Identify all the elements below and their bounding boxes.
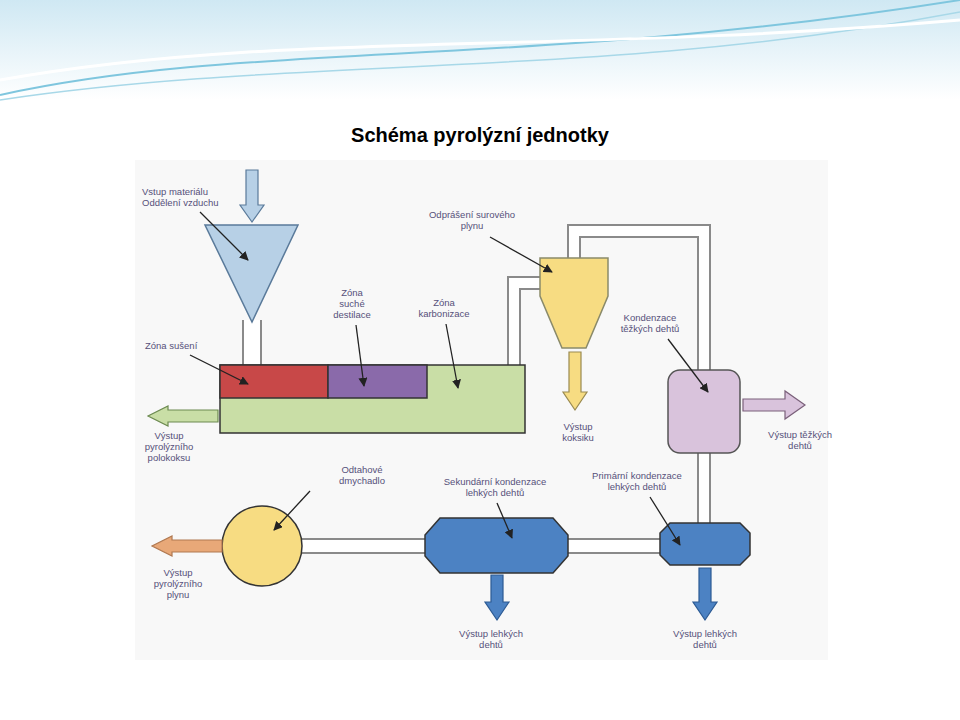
leader-lines [190,212,708,545]
pipe [242,320,262,366]
callout-label: Zóna karbonizace [412,297,476,319]
leader-line [668,339,708,392]
pipe [298,538,427,554]
callout-label: Kondenzace těžkých dehtů [615,312,685,334]
semicoke-output-arrow [148,406,218,426]
pipe [298,540,427,552]
reactor-body [220,365,525,433]
callout-label: Výstup lehkých dehtů [456,628,526,650]
leader-line [490,237,552,272]
slide-title: Schéma pyrolýzní jednotky [0,124,960,147]
heavy-tar-output-arrow [743,391,805,419]
heavy-tar-condenser [668,370,740,453]
callout-label: Výstup koksiku [556,421,600,443]
callout-label: Výstup pyrolýzního polokoksu [140,430,198,463]
leader-line [356,325,364,386]
callout-label: Výstup těžkých dehtů [766,429,834,451]
header-band [0,0,960,100]
callout-label: Primární kondenzace lehkých dehtů [585,470,689,492]
input-arrow [240,170,264,222]
leader-line [497,503,512,538]
callout-label: Odtahové dmychadlo [333,464,391,486]
light-tar-output-arrow [693,568,717,620]
header-wave [0,20,960,80]
secondary-condenser [425,518,568,573]
callout-label: Výstup lehkých dehtů [670,628,740,650]
light-tar-output-arrow [485,575,509,620]
primary-condenser [660,523,750,565]
pipe [699,451,709,525]
leader-line [200,212,248,260]
drying-zone [220,365,328,398]
blower [222,506,302,586]
hopper [205,225,298,322]
callout-label: Výstup pyrolýzního plynu [150,567,206,600]
gas-output-arrow [152,536,222,556]
callout-label: Zóna sušení [145,340,215,351]
leader-line [190,355,248,384]
callout-label: Zóna suché destilace [328,287,376,320]
callout-label: Odprášení surového plynu [422,209,522,231]
dry-distillation-zone [328,365,427,398]
pipe [566,540,662,552]
callout-label: Sekundární kondenzace lehkých dehtů [435,476,555,498]
leader-line [274,491,310,530]
pipe [697,451,711,525]
pipe [566,538,662,554]
leader-line [650,497,680,545]
leader-line [446,324,458,388]
header-wave [0,0,960,95]
diagram-ground [135,160,828,660]
header-wave [0,12,960,100]
coke-output-arrow [563,352,587,410]
pipe [244,320,260,366]
callout-label: Vstup materiálu Oddělení vzduchu [142,186,232,208]
